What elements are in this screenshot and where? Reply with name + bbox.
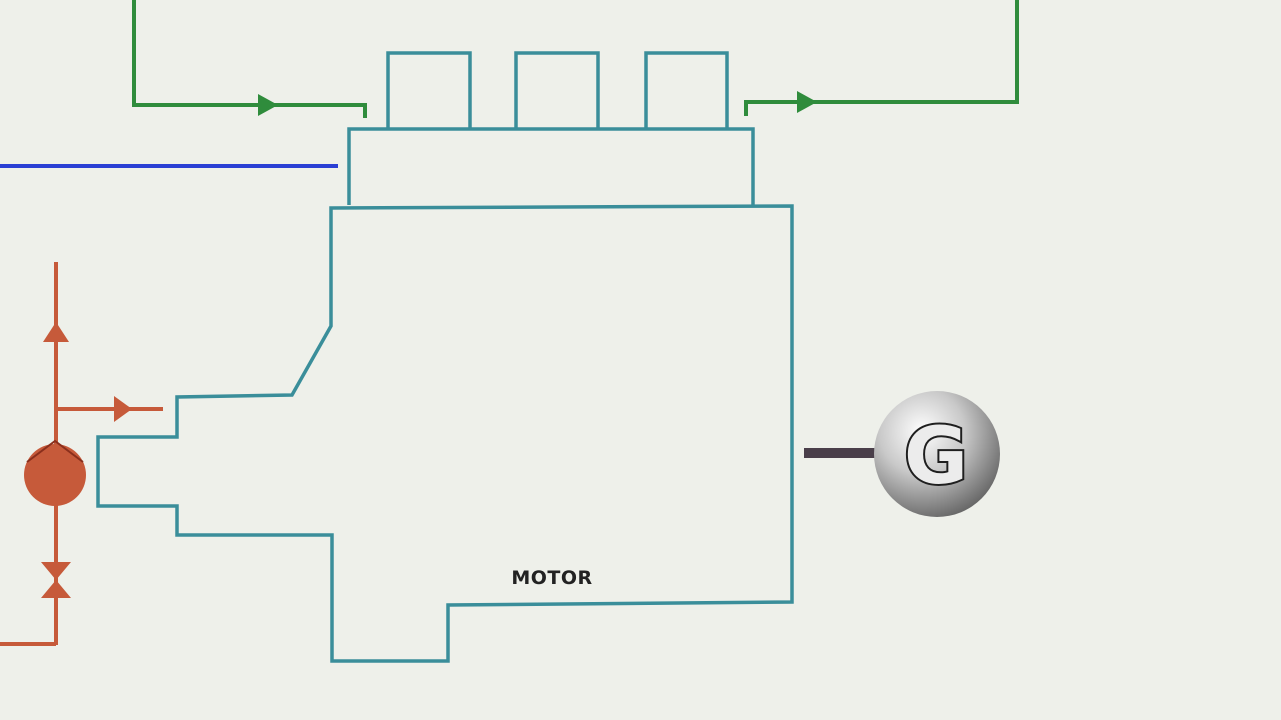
cylinder-2	[514, 51, 600, 129]
flow-arrow-icon	[114, 396, 132, 422]
flow-arrow-icon	[258, 94, 278, 116]
shaft	[804, 448, 880, 458]
cooling-pipe-left	[132, 0, 367, 118]
cooling-line-right	[744, 0, 1019, 116]
pump-icon	[24, 439, 86, 506]
pump-circuit	[0, 262, 163, 646]
cylinder-head	[347, 127, 755, 205]
cooling-line-left	[132, 0, 367, 118]
cylinder-1	[386, 51, 472, 129]
flow-arrow-icon	[43, 322, 69, 342]
flow-arrow-icon	[797, 91, 817, 113]
generator-icon: G	[874, 391, 1000, 517]
engine-label: MOTOR	[511, 567, 592, 589]
cylinder-3	[644, 51, 729, 129]
cooling-pipe-right	[744, 0, 1019, 116]
generator-label: G	[904, 412, 968, 502]
engine-block	[96, 51, 794, 663]
valve-icon	[41, 562, 71, 598]
engine-body	[96, 204, 794, 663]
